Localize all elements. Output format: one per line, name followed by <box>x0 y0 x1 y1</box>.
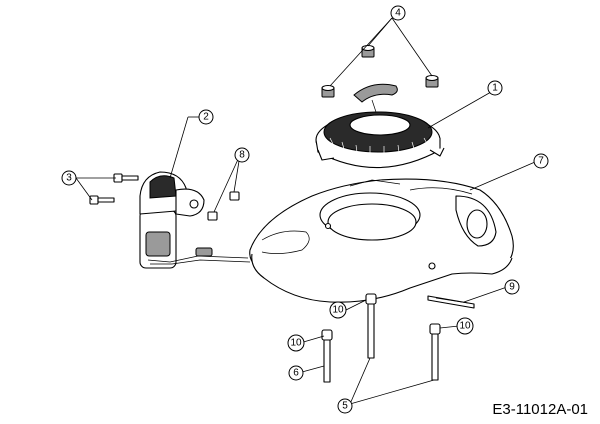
svg-text:4: 4 <box>395 8 401 19</box>
callout-7: 7 <box>533 153 549 169</box>
svg-text:9: 9 <box>509 282 515 293</box>
svg-text:10: 10 <box>332 305 344 316</box>
screw <box>89 195 115 205</box>
figure-code: E3-11012A-01 <box>492 401 588 418</box>
callout-2: 2 <box>198 109 214 125</box>
callout-10: 10 <box>456 317 474 335</box>
svg-text:7: 7 <box>538 156 544 167</box>
svg-text:10: 10 <box>459 321 471 332</box>
strip-plate <box>427 295 475 309</box>
callout-1: 1 <box>487 80 503 96</box>
blower-housing <box>249 178 514 303</box>
clip <box>207 191 240 221</box>
svg-text:2: 2 <box>203 112 209 123</box>
svg-text:8: 8 <box>239 150 245 161</box>
screw <box>113 173 139 183</box>
svg-text:6: 6 <box>293 368 299 379</box>
callout-10: 10 <box>329 301 347 319</box>
hex-nut <box>425 74 439 88</box>
svg-text:3: 3 <box>66 173 72 184</box>
recoil-starter <box>315 83 445 169</box>
callout-6: 6 <box>288 365 304 381</box>
callout-9: 9 <box>504 279 520 295</box>
stud-bolt <box>365 293 377 359</box>
hex-nut <box>361 44 375 58</box>
svg-text:1: 1 <box>492 83 498 94</box>
callout-10: 10 <box>287 334 305 352</box>
ignition-module <box>139 171 251 269</box>
hex-nut <box>321 84 335 98</box>
callout-5: 5 <box>337 398 353 414</box>
callout-3: 3 <box>61 170 77 186</box>
callout-4: 4 <box>390 5 406 21</box>
svg-text:5: 5 <box>342 401 348 412</box>
svg-text:10: 10 <box>290 338 302 349</box>
callout-8: 8 <box>234 147 250 163</box>
stud-bolt <box>429 323 441 381</box>
stud-bolt <box>321 329 333 383</box>
